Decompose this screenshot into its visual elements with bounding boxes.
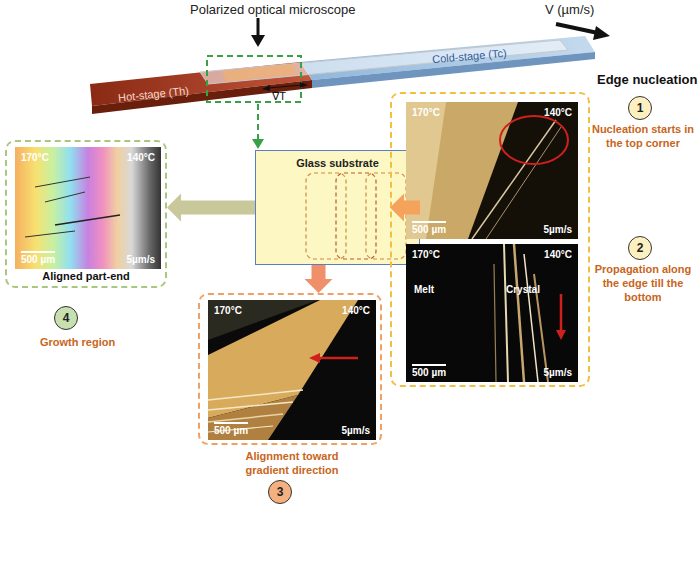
micrograph: 170°C 140°C 500 µm 5µm/s [208, 300, 376, 440]
view-field-box [207, 56, 301, 102]
glass-slide [200, 40, 568, 84]
melt-region [406, 102, 518, 239]
micrograph-art [208, 300, 376, 440]
crack-line [25, 231, 75, 237]
microscope-arrow-head [251, 35, 265, 47]
crack-line [35, 177, 90, 187]
velocity-arrow-head [593, 26, 610, 40]
group-heading: Edge nucleation [597, 72, 697, 87]
scale-bar [214, 422, 248, 424]
crystal-line [486, 127, 561, 239]
direction-arrow-head [309, 353, 320, 363]
crystal-line [472, 120, 556, 239]
crack-line [55, 215, 120, 225]
speed-label: 5µm/s [341, 425, 370, 436]
direction-arrow [560, 294, 563, 332]
scan-region [336, 173, 376, 259]
scan-region [306, 173, 346, 259]
step-description: Growth region [40, 336, 115, 350]
gradient-arrow-head [300, 82, 308, 88]
phase-label: Melt [414, 284, 434, 295]
crystal-streak [208, 414, 283, 422]
zoom-arrow [257, 104, 259, 140]
callout-number: 4 [54, 306, 78, 330]
scale-bar [21, 251, 55, 253]
hot-stage-edge [92, 80, 312, 114]
block-arrow [167, 194, 255, 222]
crystal-streak [208, 390, 303, 400]
velocity-label: V (µm/s) [545, 2, 594, 17]
crack-line [45, 192, 85, 202]
group-box: Alignment toward gradient direction170°C… [198, 293, 382, 445]
crystal-streak [514, 244, 524, 382]
crystal-streak [208, 402, 293, 410]
callout-number: 3 [268, 480, 292, 504]
image-caption: Aligned part-end [7, 270, 165, 282]
temp-label: 170°C [21, 152, 49, 163]
speed-label: 5µm/s [543, 367, 572, 378]
melt-shade [406, 102, 446, 239]
scale-label: 500 µm [412, 224, 446, 235]
scale-bar [412, 221, 446, 223]
callout: 3 [268, 480, 294, 506]
box-title: Glass substrate [256, 157, 419, 169]
crystal-region [208, 395, 298, 440]
sample-film [222, 64, 297, 82]
temp-label: 170°C [412, 107, 440, 118]
callout-number: 2 [628, 236, 652, 260]
micrograph: 170°C 140°C 500 µm 5µm/s [406, 102, 578, 239]
callout-number: 1 [628, 96, 652, 120]
highlight-circle [500, 116, 568, 164]
crystal-streak [524, 254, 538, 382]
crystal-streak [494, 264, 496, 382]
scale-label: 500 µm [21, 254, 55, 265]
crystal-streak [504, 244, 508, 382]
group-box: Aligned part-end 170°C 140°C 500 µm 5µm/s [5, 140, 167, 288]
gradient-label: ∇T [272, 90, 286, 103]
phase-label: Crystal [506, 284, 540, 295]
temp-label: 140°C [342, 305, 370, 316]
temp-label: 140°C [544, 107, 572, 118]
title-label: Polarized optical microscope [190, 2, 355, 17]
speed-label: 5µm/s [126, 254, 155, 265]
gradient-arrow [268, 85, 302, 88]
group-heading: Alignment toward gradient direction [230, 450, 354, 478]
gradient-arrow-head [262, 85, 270, 91]
step-description: Nucleation starts in the top corner [588, 123, 698, 151]
group-box: Edge nucleation170°C140°C500 µm5µm/s170°… [390, 92, 590, 387]
scan-region [366, 173, 406, 259]
direction-arrow-head [556, 330, 566, 340]
temp-label: 140°C [544, 249, 572, 260]
micrograph: 170°C 140°C Melt Crystal 500 µm 5µm/s [406, 244, 578, 382]
direction-arrow [318, 357, 358, 360]
zoom-arrow-head [252, 139, 264, 149]
micrograph-art [15, 147, 161, 269]
callout: 1Nucleation starts in the top corner [588, 96, 698, 158]
microscope-arrow [257, 18, 260, 36]
speed-label: 5µm/s [543, 224, 572, 235]
temp-label: 140°C [127, 152, 155, 163]
callout: 4Growth region [40, 306, 150, 356]
micrograph-art [406, 244, 578, 382]
substrate-box: Glass substrate [255, 150, 420, 265]
scale-bar [412, 364, 446, 366]
block-arrow [305, 265, 333, 293]
velocity-arrow [556, 24, 598, 33]
step-description: Propagation along the edge till the bott… [588, 263, 698, 304]
callout: 2Propagation along the edge till the bot… [588, 236, 698, 311]
scale-label: 500 µm [412, 367, 446, 378]
temp-label: 170°C [412, 249, 440, 260]
temp-label: 170°C [214, 305, 242, 316]
micrograph-art [406, 102, 578, 239]
scale-label: 500 µm [214, 425, 248, 436]
micrograph: 170°C 140°C 500 µm 5µm/s [15, 147, 161, 269]
